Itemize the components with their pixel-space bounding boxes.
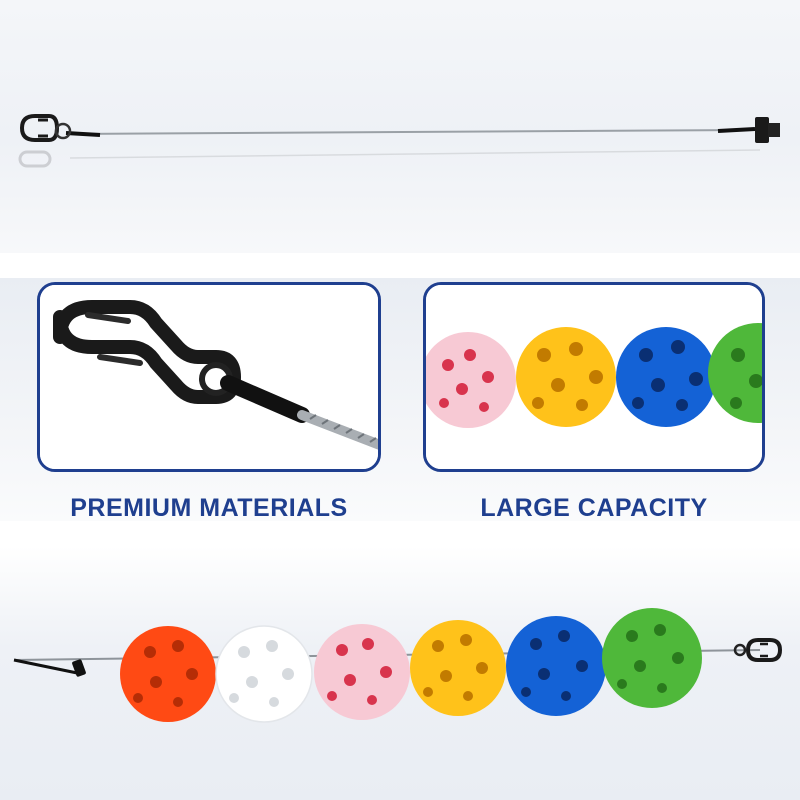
ball-orange	[120, 626, 216, 722]
loaded-product-panel	[0, 546, 800, 800]
cable-product-image	[18, 114, 780, 168]
carabiner-icon	[19, 114, 72, 142]
ball-yellow	[410, 620, 506, 716]
steel-cable-closeup	[220, 375, 378, 450]
balls-closeup-image	[426, 285, 762, 469]
loaded-cable-image	[13, 608, 783, 723]
carabiner-icon	[733, 638, 783, 662]
ball-green	[708, 323, 762, 423]
ball-pink	[314, 624, 410, 720]
plastic-end-tab	[755, 117, 780, 143]
ball-pink	[426, 332, 516, 428]
carabiner-closeup-image	[40, 285, 378, 469]
premium-materials-caption: PREMIUM MATERIALS	[70, 494, 348, 522]
cable-sleeve-right	[717, 127, 756, 133]
top-product-panel	[0, 0, 800, 253]
premium-materials-frame	[37, 282, 381, 472]
steel-cable	[69, 129, 753, 135]
ball-yellow	[516, 327, 616, 427]
ball-green	[602, 608, 702, 708]
ball-blue	[506, 616, 606, 716]
ball-white	[215, 625, 313, 723]
product-reflection	[18, 149, 761, 168]
ball-blue	[616, 327, 716, 427]
large-capacity-frame	[423, 282, 765, 472]
cable-sleeve-left	[65, 131, 101, 137]
large-capacity-caption: LARGE CAPACITY	[480, 494, 708, 522]
plastic-end-tab	[13, 658, 86, 677]
